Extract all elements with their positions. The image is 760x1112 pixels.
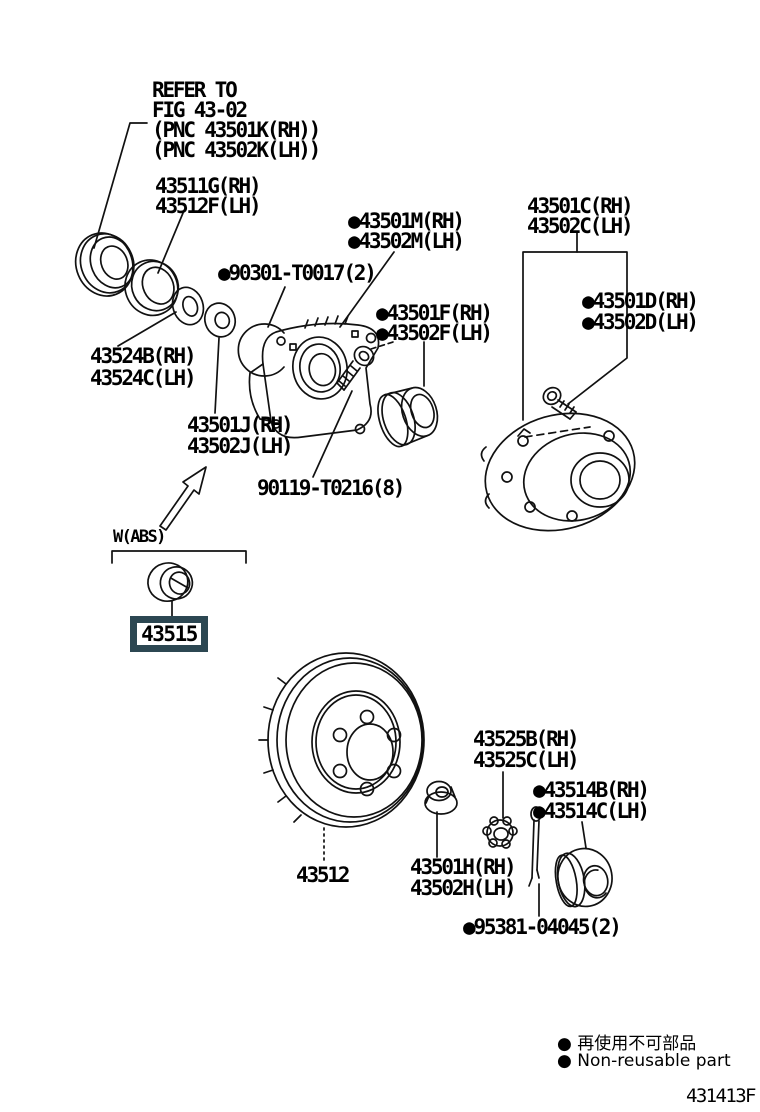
label-43502M-lh[interactable]: ●43502M(LH) <box>348 229 465 253</box>
abs-bracket <box>111 550 247 564</box>
label-43501C-rh[interactable]: 43501C(RH) <box>527 194 634 218</box>
hub-bolt-drawing <box>336 345 375 391</box>
label-43502F-lh[interactable]: ●43502F(LH) <box>376 321 493 345</box>
label-90301-T0017[interactable]: ●90301-T0017(2) <box>218 261 377 285</box>
oil-seal-drawing <box>74 232 135 297</box>
hub-nut-drawing <box>424 780 458 815</box>
label-43524C-lh[interactable]: 43524C(LH) <box>90 366 197 390</box>
label-43525B-rh[interactable]: 43525B(RH) <box>473 727 580 751</box>
thrust-washer-drawing <box>171 286 205 326</box>
refer-note-line-1[interactable]: REFER TO <box>152 78 238 102</box>
highlighted-part-box-43515[interactable]: 43515 <box>130 616 208 652</box>
hub-bearing-drawing <box>248 315 380 439</box>
abs-rotor-drawing <box>147 562 194 602</box>
label-43501F-rh[interactable]: ●43501F(RH) <box>376 301 493 325</box>
hub-bolt-d-drawing <box>542 386 577 420</box>
label-43524B-rh[interactable]: 43524B(RH) <box>90 344 197 368</box>
grease-cap-drawing <box>554 847 613 908</box>
label-43501M-rh[interactable]: ●43501M(RH) <box>348 209 465 233</box>
lock-cap-drawing <box>482 816 518 849</box>
legend-non-reusable-en: ● Non-reusable part <box>557 1051 731 1071</box>
label-43502J-lh[interactable]: 43502J(LH) <box>187 434 294 458</box>
snap-ring-drawing <box>237 323 285 377</box>
label-43502D-lh[interactable]: ●43502D(LH) <box>582 310 699 334</box>
label-43525C-lh[interactable]: 43525C(LH) <box>473 748 580 772</box>
label-43502C-lh[interactable]: 43502C(LH) <box>527 214 634 238</box>
abs-arrow <box>159 466 207 531</box>
label-43501J-rh[interactable]: 43501J(RH) <box>187 413 294 437</box>
label-90119-T0216[interactable]: 90119-T0216(8) <box>257 476 405 500</box>
label-43515: 43515 <box>141 622 198 646</box>
leader-lines <box>93 122 628 917</box>
label-43501D-rh[interactable]: ●43501D(RH) <box>582 289 699 313</box>
abs-note-label: W(ABS) <box>113 527 166 547</box>
label-43502H-lh[interactable]: 43502H(LH) <box>410 876 517 900</box>
refer-note-line-4[interactable]: (PNC 43502K(LH)) <box>152 138 321 162</box>
refer-note-line-3[interactable]: (PNC 43501K(RH)) <box>152 118 321 142</box>
cotter-pin-drawing <box>528 806 542 887</box>
spacer-ring-drawing <box>203 302 237 338</box>
label-43512F-lh[interactable]: 43512F(LH) <box>155 194 262 218</box>
label-43501H-rh[interactable]: 43501H(RH) <box>410 855 517 879</box>
label-43514B-rh[interactable]: ●43514B(RH) <box>533 778 650 802</box>
label-43512[interactable]: 43512 <box>296 863 350 887</box>
label-43514C-lh[interactable]: ●43514C(LH) <box>533 799 650 823</box>
brake-disc-drawing <box>258 652 425 828</box>
legend-non-reusable-ja: ● 再使用不可部品 <box>557 1034 697 1054</box>
label-43511G-rh[interactable]: 43511G(RH) <box>155 174 262 198</box>
label-95381-04045[interactable]: ●95381-04045(2) <box>463 915 622 939</box>
seal-ring-drawing <box>124 259 180 317</box>
figure-code: 431413F <box>686 1085 756 1107</box>
front-hub-drawing <box>480 412 636 532</box>
refer-note-line-2[interactable]: FIG 43-02 <box>152 98 248 122</box>
dust-cover-drawing <box>377 386 439 448</box>
